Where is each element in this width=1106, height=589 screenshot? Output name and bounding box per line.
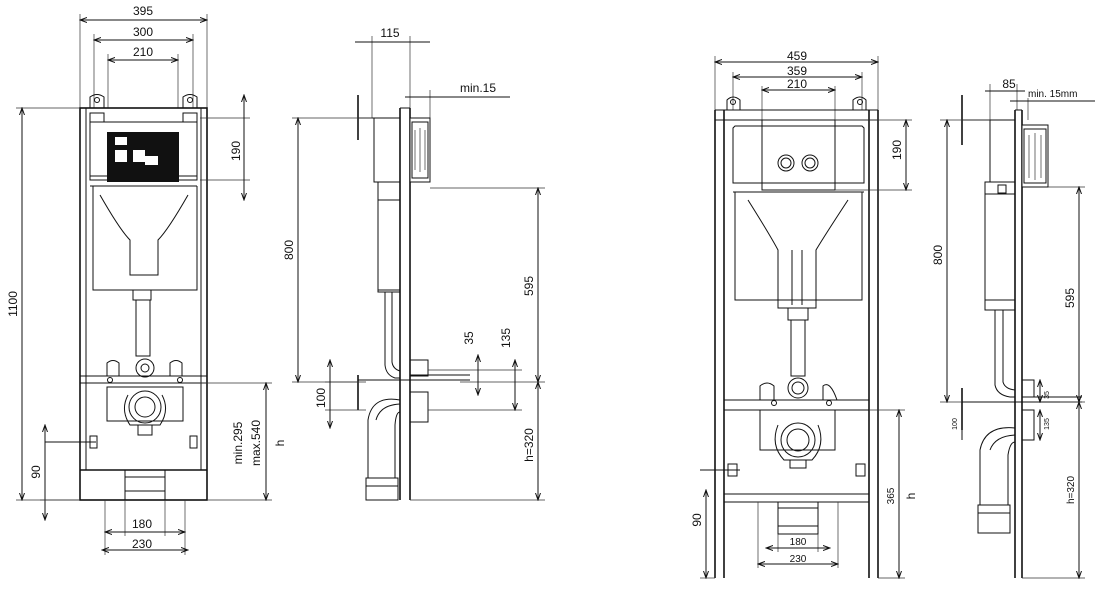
dim-max-height: max.540 [249, 420, 263, 466]
right-side-view: 85 min. 15mm [931, 77, 1095, 578]
dim-bottom-230: 230 [132, 537, 152, 551]
dim-bottom-180: 180 [132, 517, 152, 531]
dim-panel-height: 190 [229, 141, 243, 161]
dim-width-total-r: 459 [787, 49, 807, 63]
dim-floor-height-r: 90 [690, 513, 704, 527]
dim-h35-r: 35 [1044, 391, 1051, 399]
dim-width-inner-r: 210 [787, 77, 807, 91]
dim-h595: 595 [522, 276, 536, 296]
dim-h320-r: h=320 [1066, 476, 1077, 505]
dim-h35: 35 [462, 331, 476, 345]
dim-h-label-r: h [904, 493, 918, 500]
dim-h135-r: 135 [1044, 418, 1051, 430]
dim-min-height: min.295 [231, 421, 245, 464]
dim-h-label: h [273, 440, 287, 447]
dim-h320: h=320 [522, 428, 536, 462]
left-side-view: 115 min.15 [282, 26, 545, 500]
dim-width-total: 395 [133, 4, 153, 18]
dim-min-gap-r: min. 15mm [1028, 89, 1077, 100]
dim-h135: 135 [499, 328, 513, 348]
dim-bottom-230-r: 230 [790, 554, 807, 565]
dim-width-inner: 210 [133, 45, 153, 59]
dim-panel-height-r: 190 [890, 140, 904, 160]
dim-h800-r: 800 [931, 245, 945, 265]
dim-bottom-180-r: 180 [790, 537, 807, 548]
dim-h595-r: 595 [1063, 288, 1077, 308]
dim-min-gap: min.15 [460, 81, 496, 95]
dim-h100-r: 100 [952, 418, 959, 430]
dim-height-total: 1100 [6, 291, 20, 317]
dim-width-mid-r: 359 [787, 64, 807, 78]
dim-width-mid: 300 [133, 25, 153, 39]
dim-depth: 115 [380, 26, 399, 40]
dim-h100: 100 [314, 388, 328, 408]
dim-h800: 800 [282, 240, 296, 260]
dim-floor-height: 90 [29, 465, 43, 479]
right-front-view: 459 359 210 [690, 49, 918, 578]
dim-h365: 365 [886, 487, 897, 504]
dim-depth-r: 85 [1002, 77, 1016, 91]
left-front-view: 395 300 210 [6, 4, 287, 555]
